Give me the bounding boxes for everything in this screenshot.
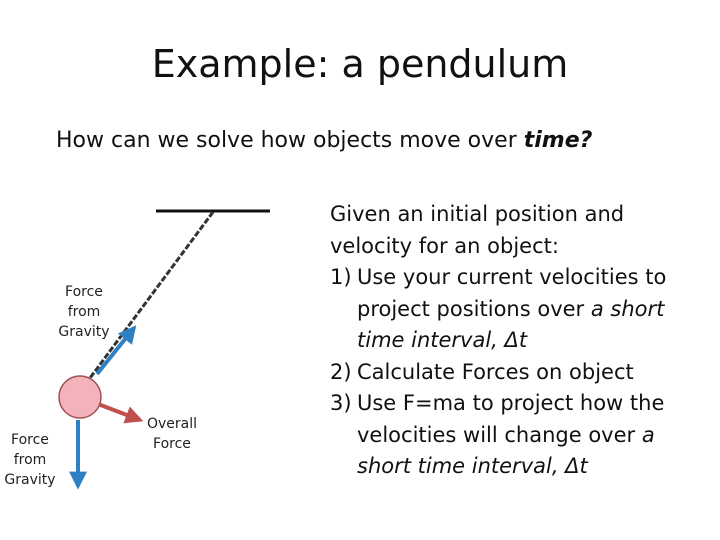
step-1: 1)Use your current velocities to bbox=[330, 262, 710, 294]
label-gravity-top: Force from Gravity bbox=[54, 282, 114, 342]
step-2: 2)Calculate Forces on object bbox=[330, 357, 710, 389]
step-3-cont-2: short time interval, Δt bbox=[330, 451, 710, 483]
method-steps: Given an initial position and velocity f… bbox=[330, 199, 710, 483]
step-3: 3)Use F=ma to project how the bbox=[330, 388, 710, 420]
step-3-cont: velocities will change over a bbox=[330, 420, 710, 452]
intro-line-1: Given an initial position and bbox=[330, 199, 710, 231]
step-1-cont: project positions over a short bbox=[330, 294, 710, 326]
overall-force-arrow bbox=[98, 404, 140, 420]
intro-line-2: velocity for an object: bbox=[330, 231, 710, 263]
step-1-cont-2: time interval, Δt bbox=[330, 325, 710, 357]
label-gravity-bottom: Force from Gravity bbox=[0, 430, 60, 490]
pendulum-bob bbox=[59, 376, 101, 418]
label-overall-force: Overall Force bbox=[142, 414, 202, 454]
